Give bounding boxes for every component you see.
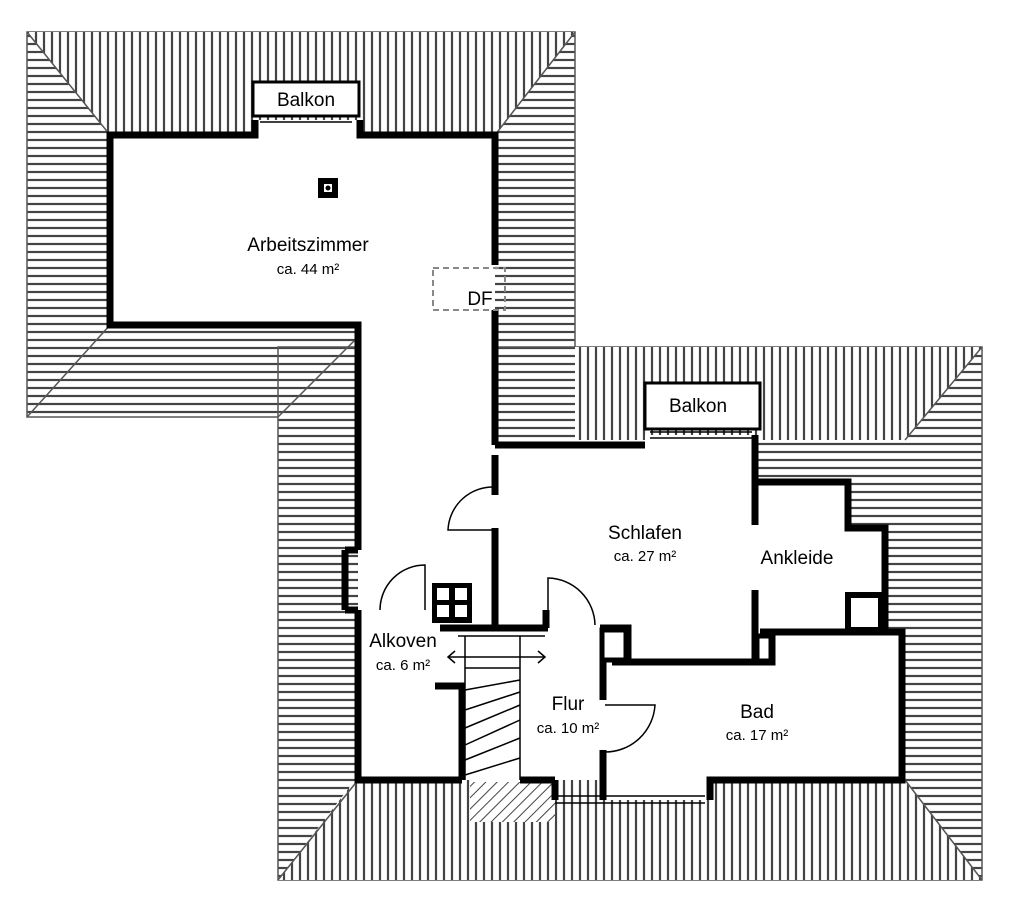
room-arbeitszimmer: Arbeitszimmer ca. 44 m² <box>247 235 369 278</box>
door-bad <box>604 704 656 753</box>
room-ankleide: Ankleide <box>761 548 834 569</box>
room-bad-area: ca. 17 m² <box>726 727 789 744</box>
room-arbeitszimmer-name: Arbeitszimmer <box>247 235 369 256</box>
room-alkoven: Alkoven ca. 6 m² <box>369 631 437 674</box>
room-bad: Bad ca. 17 m² <box>726 702 789 744</box>
room-bad-name: Bad <box>740 702 774 723</box>
walls <box>106 120 906 800</box>
room-flur: Flur ca. 10 m² <box>537 694 600 737</box>
stair-landing-hatch <box>470 782 555 822</box>
balcony-top-label: Balkon <box>277 90 335 111</box>
room-schlafen-name: Schlafen <box>608 523 682 544</box>
room-schlafen-area: ca. 27 m² <box>614 548 677 565</box>
staircase <box>446 635 547 780</box>
interior-floor <box>110 120 902 822</box>
doors <box>379 486 656 753</box>
balcony-right-label: Balkon <box>669 396 727 417</box>
room-schlafen: Schlafen ca. 27 m² <box>608 523 682 565</box>
skylight: DF <box>432 267 506 311</box>
skylight-label: DF <box>467 289 492 310</box>
balcony-top: Balkon <box>251 80 361 123</box>
room-flur-name: Flur <box>552 694 585 715</box>
chimney-icon <box>318 178 338 198</box>
room-ankleide-name: Ankleide <box>761 548 834 569</box>
room-flur-area: ca. 10 m² <box>537 720 600 737</box>
ventilation-grid-icon <box>432 583 472 623</box>
window-bottom <box>555 795 705 804</box>
room-arbeitszimmer-area: ca. 44 m² <box>277 261 340 278</box>
door-flur <box>547 577 596 626</box>
room-alkoven-name: Alkoven <box>369 631 437 652</box>
room-alkoven-area: ca. 6 m² <box>376 657 430 674</box>
door-schlafen <box>447 486 496 531</box>
balcony-right: Balkon <box>643 381 762 439</box>
door-alkoven <box>379 564 426 611</box>
